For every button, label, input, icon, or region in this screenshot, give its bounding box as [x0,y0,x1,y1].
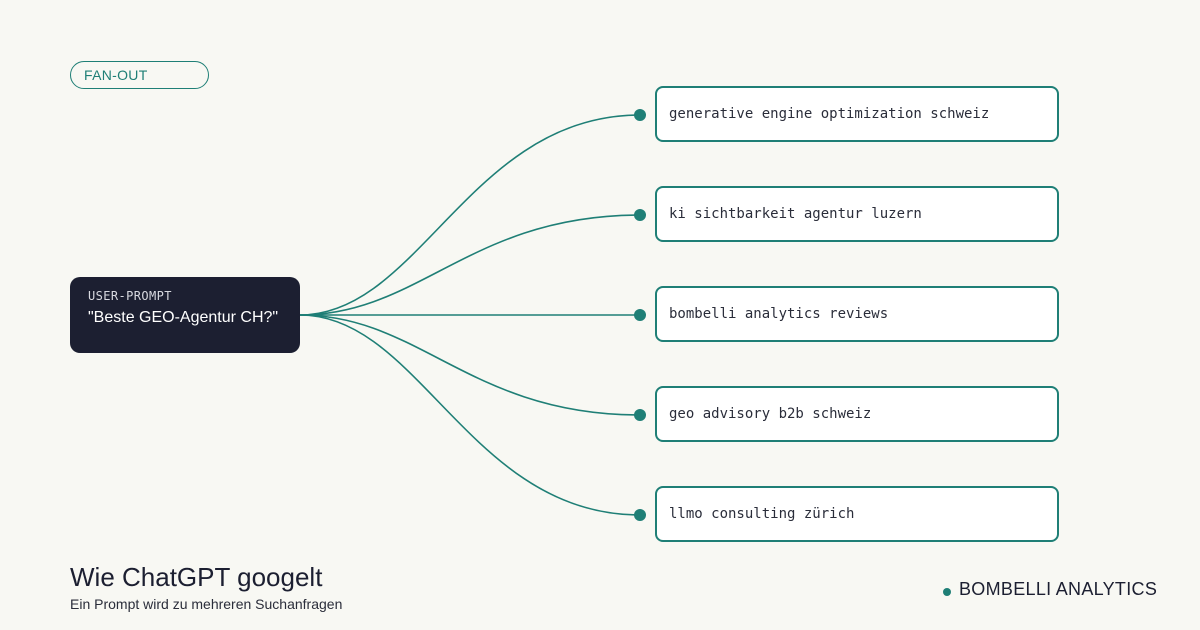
user-prompt-label: USER-PROMPT [88,289,172,303]
footer-subtitle: Ein Prompt wird zu mehreren Suchanfragen [70,596,343,612]
connector-line-5 [299,314,641,516]
user-prompt-text: "Beste GEO-Agentur CH?" [88,309,279,326]
fan-out-tag-label: FAN-OUT [84,67,148,83]
search-query-box-3: bombelli analytics reviews [655,286,1059,342]
search-query-text-1: generative engine optimization schweiz [669,106,990,122]
search-query-text-3: bombelli analytics reviews [669,306,889,322]
search-query-box-5: llmo consulting zürich [655,486,1059,542]
search-query-box-1: generative engine optimization schweiz [655,86,1059,142]
footer-title: Wie ChatGPT googelt [70,562,323,592]
search-query-box-4: geo advisory b2b schweiz [655,386,1059,442]
search-query-text-5: llmo consulting zürich [669,506,855,522]
brand-mark: BOMBELLI ANALYTICS [943,579,1157,600]
connector-dot-1 [634,109,646,121]
brand-dot-icon [943,587,951,596]
search-query-text-4: geo advisory b2b schweiz [669,406,872,422]
connector-dot-3 [634,309,646,321]
search-query-text-2: ki sichtbarkeit agentur luzern [669,206,922,222]
connector-dot-2 [634,209,646,221]
fan-out-tag: FAN-OUT [70,61,209,89]
connector-line-2 [299,214,641,316]
search-query-box-2: ki sichtbarkeit agentur luzern [655,186,1059,242]
connector-dot-4 [634,409,646,421]
user-prompt-box: USER-PROMPT "Beste GEO-Agentur CH?" [70,277,300,353]
brand-name: BOMBELLI ANALYTICS [959,579,1158,599]
connector-dot-5 [634,509,646,521]
connector-line-1 [299,114,641,316]
connector-line-4 [299,314,641,416]
